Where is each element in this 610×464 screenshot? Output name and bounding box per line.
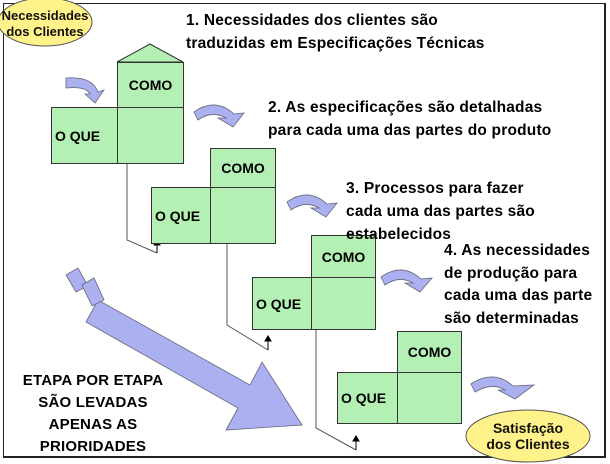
link-line-2	[226, 243, 269, 351]
up-arrow-icon	[264, 335, 272, 342]
curved-arrow-icon	[380, 269, 433, 293]
matrix-2-what: O QUE	[151, 187, 211, 244]
matrix-2-cell	[210, 187, 276, 244]
link-line-3	[315, 329, 357, 451]
matrix-4-cell	[397, 372, 462, 424]
output-ellipse	[465, 409, 591, 463]
matrix-2-how: COMO	[210, 148, 276, 188]
big-arrow-icon	[85, 299, 303, 431]
matrix-4-what: O QUE	[337, 372, 398, 424]
roof	[116, 43, 184, 63]
curved-arrow-icon	[65, 77, 106, 104]
matrix-1-how: COMO	[117, 62, 184, 108]
matrix-3-how: COMO	[311, 235, 376, 278]
matrix-3-what: O QUE	[252, 277, 312, 330]
arrow-dash	[81, 277, 105, 307]
diagram-frame	[3, 3, 606, 458]
up-arrow-icon	[352, 435, 360, 442]
curved-arrow-icon	[470, 376, 536, 400]
curved-arrow-icon	[193, 104, 245, 128]
matrix-4-how: COMO	[397, 331, 462, 373]
link-line-1	[126, 163, 158, 254]
matrix-3-cell	[311, 277, 376, 330]
matrix-1-cell	[117, 107, 184, 164]
matrix-1-what: O QUE	[51, 107, 118, 164]
curved-arrow-icon	[286, 194, 338, 218]
input-ellipse	[0, 0, 93, 47]
